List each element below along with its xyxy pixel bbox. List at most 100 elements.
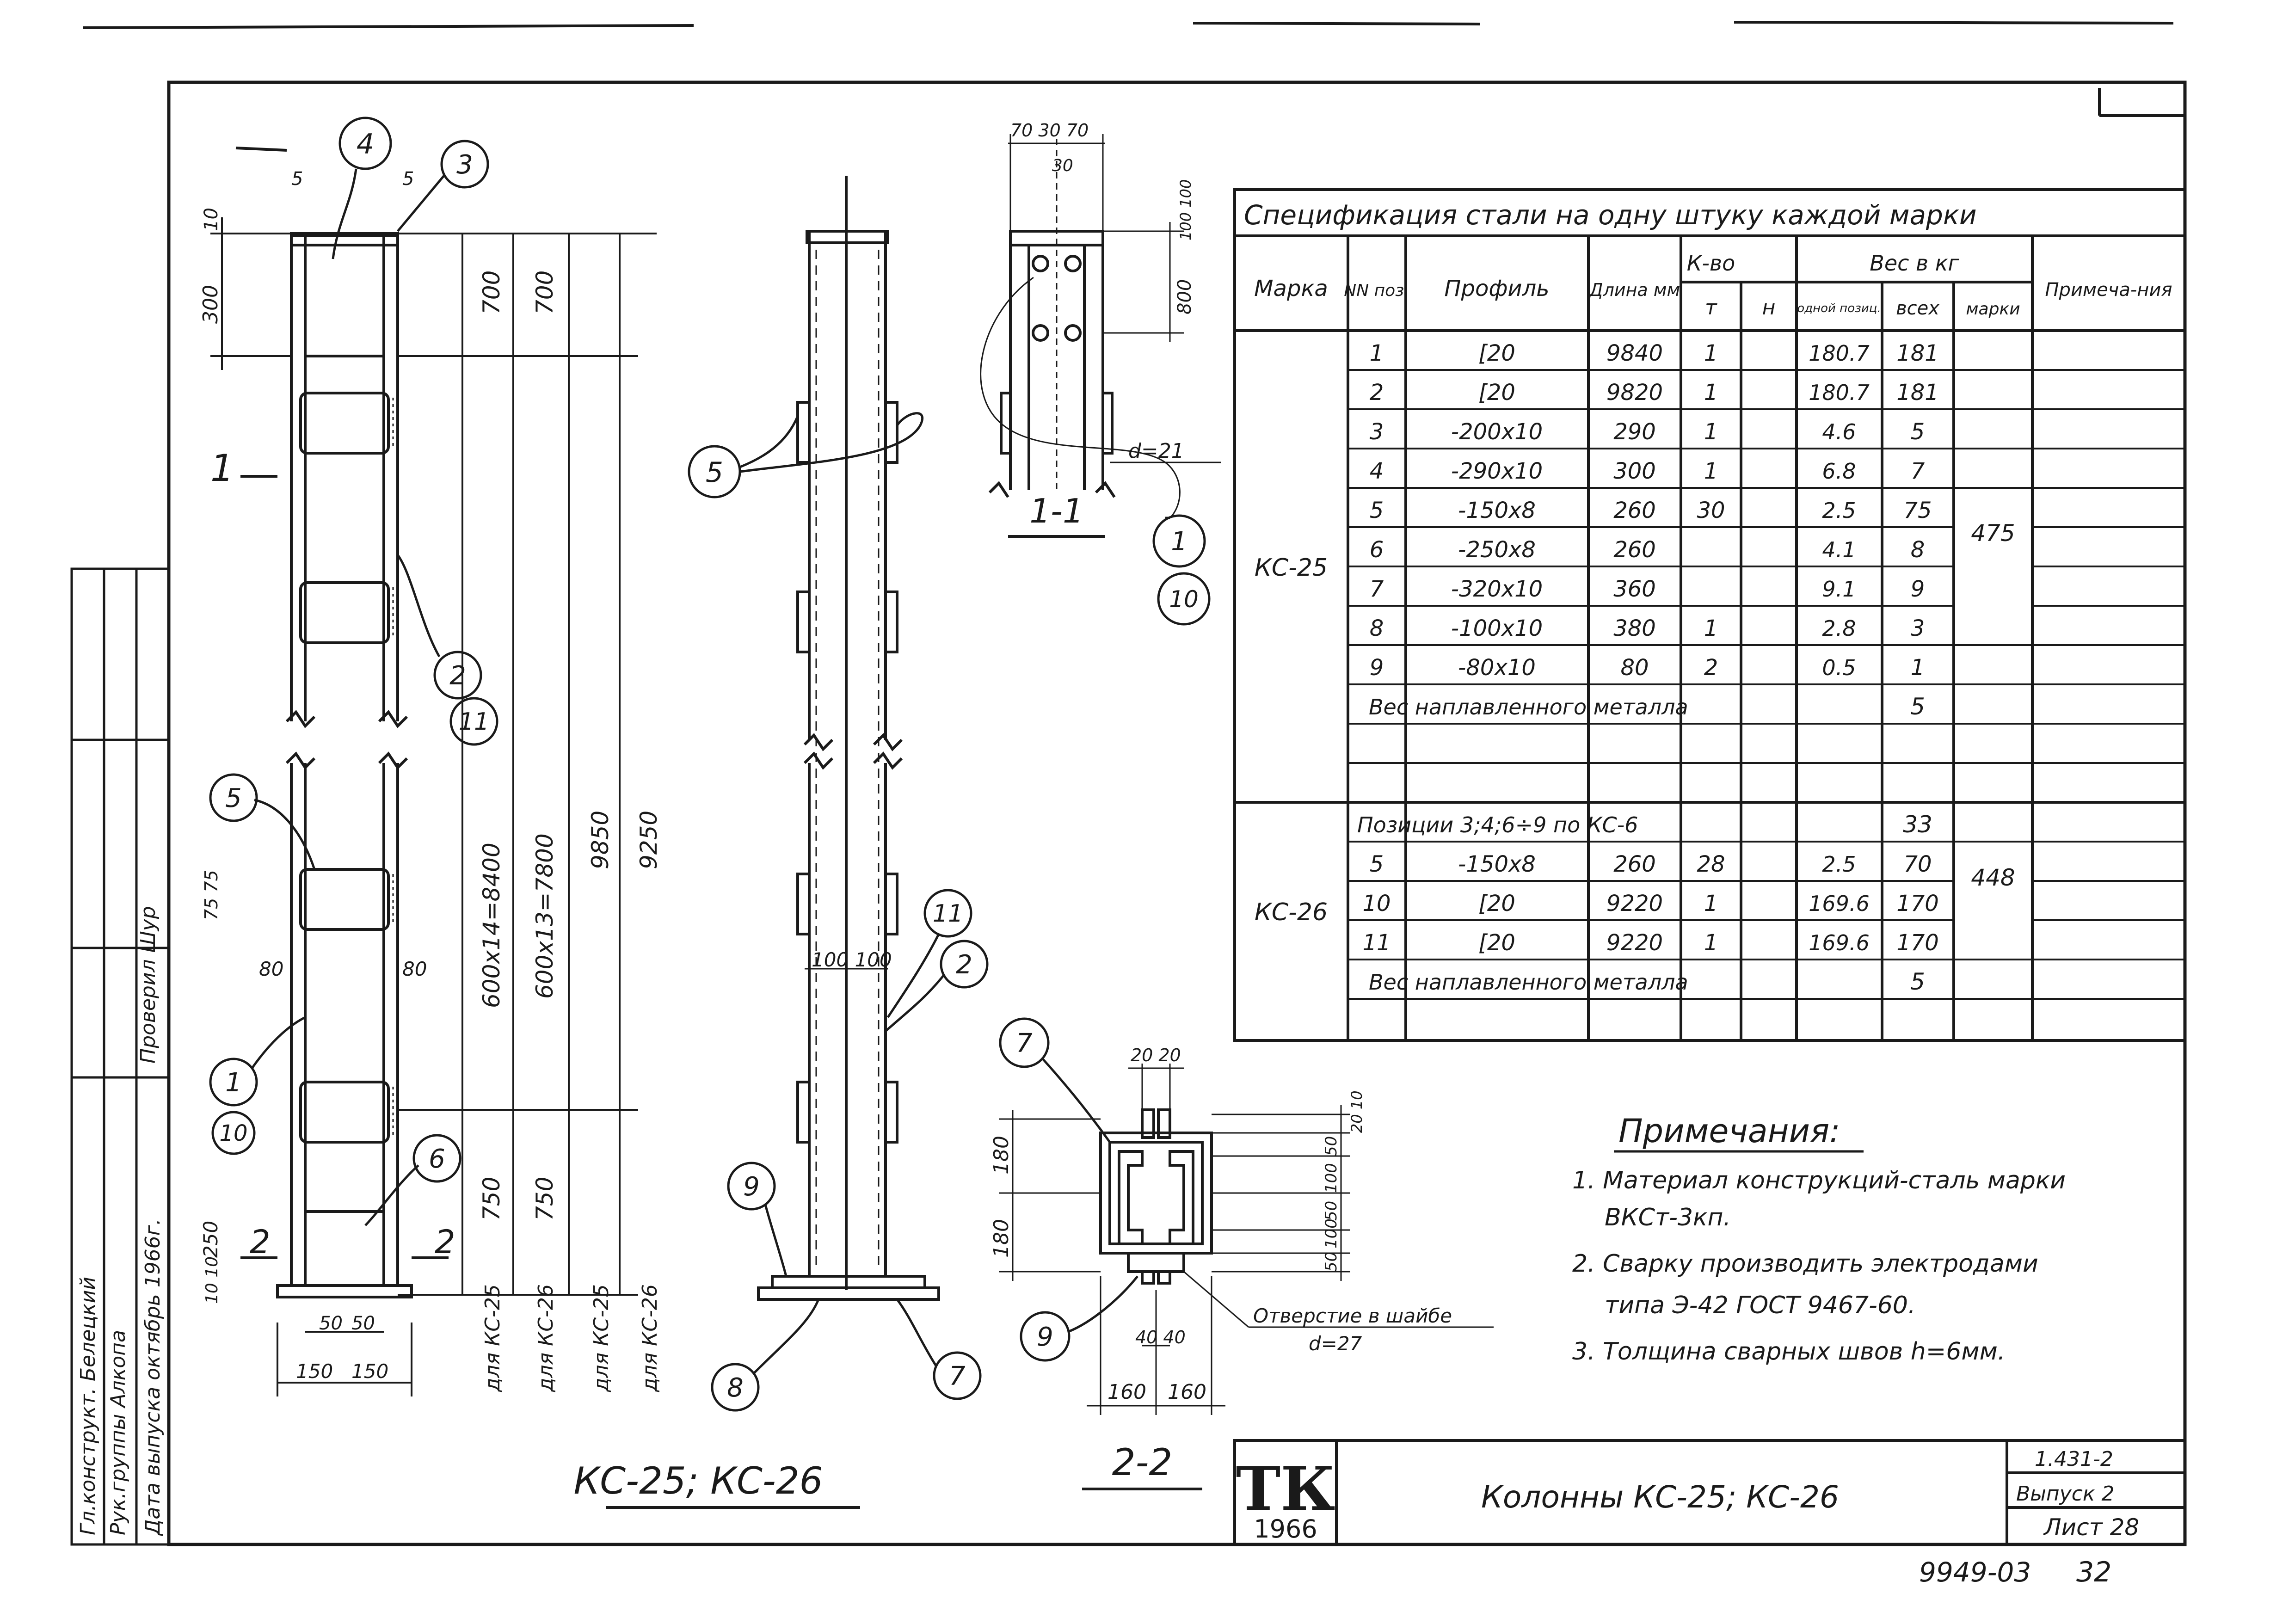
dim-8400: 600x14=8400 — [478, 843, 505, 1008]
dim-80-right: 80 — [402, 958, 427, 980]
sec22-dim-40-40: 40 40 — [1135, 1327, 1186, 1347]
dim-10-10: 10 10 — [203, 1256, 222, 1304]
kc26-row-1-t: 1 — [1704, 891, 1718, 917]
callout-3-main: 3 — [456, 150, 473, 180]
kc25-row-4-w1: 2.5 — [1822, 498, 1856, 523]
sec11-caption: 1-1 — [1029, 492, 1084, 530]
spec-header-qty: К-во — [1687, 251, 1735, 276]
kc25-row-1-w1: 180.7 — [1809, 380, 1870, 405]
kc25-row-1-t: 1 — [1704, 380, 1718, 406]
kc26-row-1-pos: 10 — [1362, 891, 1391, 917]
kc25-row-4-len: 260 — [1613, 498, 1656, 523]
sec22-dim-50-a: 50 — [1322, 1136, 1341, 1156]
sec11-dim-top: 70 30 70 — [1010, 120, 1089, 141]
kc25-row-8-wa: 1 — [1911, 655, 1925, 681]
kc26-row-2-w1: 169.6 — [1809, 930, 1870, 955]
spec-header-weight: Вес в кг — [1870, 251, 1959, 276]
side-stamp: Гл.конструкт. Белецкий Рук.группы Алкопа… — [70, 567, 170, 1546]
spec-header-mark: Марка — [1254, 276, 1328, 301]
kc25-row-3-wa: 7 — [1911, 458, 1925, 484]
notes: Примечания: 1. Материал конструкций-стал… — [1572, 1112, 2066, 1366]
callout-9-side: 9 — [743, 1172, 760, 1202]
sec22-hole: d=27 — [1309, 1332, 1362, 1355]
title-year: 1966 — [1254, 1514, 1317, 1544]
kc25-row-6-wa: 9 — [1911, 576, 1925, 602]
dim-5-right: 5 — [402, 168, 414, 190]
spec-header-length: Длина мм — [1588, 280, 1680, 300]
kc25-row-7-profile: -100x10 — [1451, 615, 1543, 641]
dim-80-left: 80 — [259, 958, 283, 980]
kc26-row-2-profile: [20 — [1478, 930, 1515, 956]
spec-mark-kc25: КС-25 — [1255, 554, 1328, 582]
for-kc25-b: для КС-25 — [590, 1284, 613, 1392]
dim-150-left: 150 — [296, 1360, 333, 1383]
main-view: 700 700 600x14=8400 600x13=7800 9850 925… — [199, 147, 860, 1509]
sec11-hole: d=21 — [1128, 439, 1184, 463]
dim-7800: 600x13=7800 — [531, 833, 558, 999]
kc25-row-0-w1: 180.7 — [1809, 341, 1870, 366]
kc25-row-8-pos: 9 — [1370, 655, 1384, 681]
stamp-row-4: Дата выпуска октябрь 1966г. — [141, 1218, 165, 1536]
kc25-row-7-t: 1 — [1704, 615, 1718, 641]
kc26-row-2-wa: 170 — [1896, 930, 1939, 956]
title-text: Колонны КС-25; КС-26 — [1481, 1479, 1839, 1515]
sec22-dim-50-c: 50 — [1322, 1252, 1341, 1272]
kc25-row-1-pos: 2 — [1370, 380, 1384, 406]
kc25-row-3-profile: -290x10 — [1451, 458, 1543, 484]
spec-header-w-one: одной позиц. — [1797, 301, 1881, 315]
kc25-row-3-pos: 4 — [1370, 458, 1384, 484]
sec22-hole-label: Отверстие в шайбе — [1253, 1304, 1452, 1327]
stamp-row-1: Гл.конструкт. Белецкий — [76, 1277, 100, 1535]
spec-kc26-weld-label: Вес наплавленного металла — [1369, 970, 1688, 995]
kc25-row-2-w1: 4.6 — [1822, 419, 1856, 444]
sec22-dim-100-b: 100 — [1322, 1218, 1341, 1249]
kc26-row-0-len: 260 — [1613, 851, 1656, 877]
kc25-row-4-t: 30 — [1697, 498, 1725, 523]
kc25-row-0-wa: 181 — [1896, 340, 1939, 366]
spec-title: Спецификация стали на одну штуку каждой … — [1244, 199, 1977, 231]
spec-total-kc25: 475 — [1971, 520, 2015, 547]
sec22-dim-160-right: 160 — [1168, 1380, 1206, 1404]
sec22-dim-100-a: 100 — [1322, 1163, 1341, 1193]
kc25-row-7-len: 380 — [1613, 615, 1656, 641]
sec22-dim-180-a: 180 — [990, 1136, 1013, 1175]
kc26-row-0-t: 28 — [1697, 851, 1725, 877]
callout-6-main: 6 — [429, 1144, 445, 1174]
callout-7-side: 7 — [949, 1361, 966, 1391]
dim-10: 10 — [201, 208, 222, 231]
kc25-row-8-t: 2 — [1704, 655, 1718, 681]
callout-1-sec11: 1 — [1171, 527, 1187, 557]
note-line-5: 3. Толщина сварных швов h=6мм. — [1572, 1338, 2005, 1366]
kc25-row-6-len: 360 — [1613, 576, 1656, 602]
callout-10-sec11: 10 — [1169, 586, 1199, 613]
kc25-row-7-wa: 3 — [1911, 615, 1925, 641]
spec-kc25-weld-label: Вес наплавленного металла — [1369, 695, 1688, 720]
title-block: ТК 1966 Колонны КС-25; КС-26 1.431-2 Вып… — [1233, 1439, 2186, 1588]
title-issue: Выпуск 2 — [2016, 1482, 2114, 1506]
kc25-row-8-w1: 0.5 — [1822, 655, 1856, 680]
kc25-row-1-profile: [20 — [1478, 380, 1515, 406]
kc25-row-2-wa: 5 — [1911, 419, 1925, 445]
kc25-row-8-profile: -80x10 — [1458, 655, 1536, 681]
kc26-row-1-w1: 169.6 — [1809, 891, 1870, 916]
for-kc26-a: для КС-26 — [534, 1284, 558, 1392]
section-2-2: 20 20 180 180 20 10 50 100 50 100 50 40 … — [990, 1017, 1494, 1490]
title-sheet: Лист 28 — [2043, 1514, 2139, 1541]
kc25-row-2-profile: -200x10 — [1451, 419, 1543, 445]
for-kc26-b: для КС-26 — [638, 1284, 662, 1392]
dim-9250: 9250 — [635, 811, 662, 869]
kc26-row-2-len: 9220 — [1606, 930, 1663, 956]
kc25-row-3-len: 300 — [1613, 458, 1656, 484]
callout-11-main: 11 — [459, 708, 489, 736]
spec-table: Спецификация стали на одну штуку каждой … — [1233, 188, 2186, 1042]
note-line-3: 2. Сварку производить электродами — [1572, 1250, 2038, 1278]
section-mark-1: 1 — [210, 447, 234, 490]
callout-5-side: 5 — [706, 456, 723, 489]
spec-header-profile: Профиль — [1444, 276, 1549, 301]
kc25-row-5-pos: 6 — [1370, 537, 1384, 563]
kc25-row-0-profile: [20 — [1478, 340, 1515, 366]
callout-8-side: 8 — [727, 1373, 744, 1403]
kc26-row-1-profile: [20 — [1478, 891, 1515, 917]
spec-header-qty-t: т — [1705, 296, 1717, 320]
